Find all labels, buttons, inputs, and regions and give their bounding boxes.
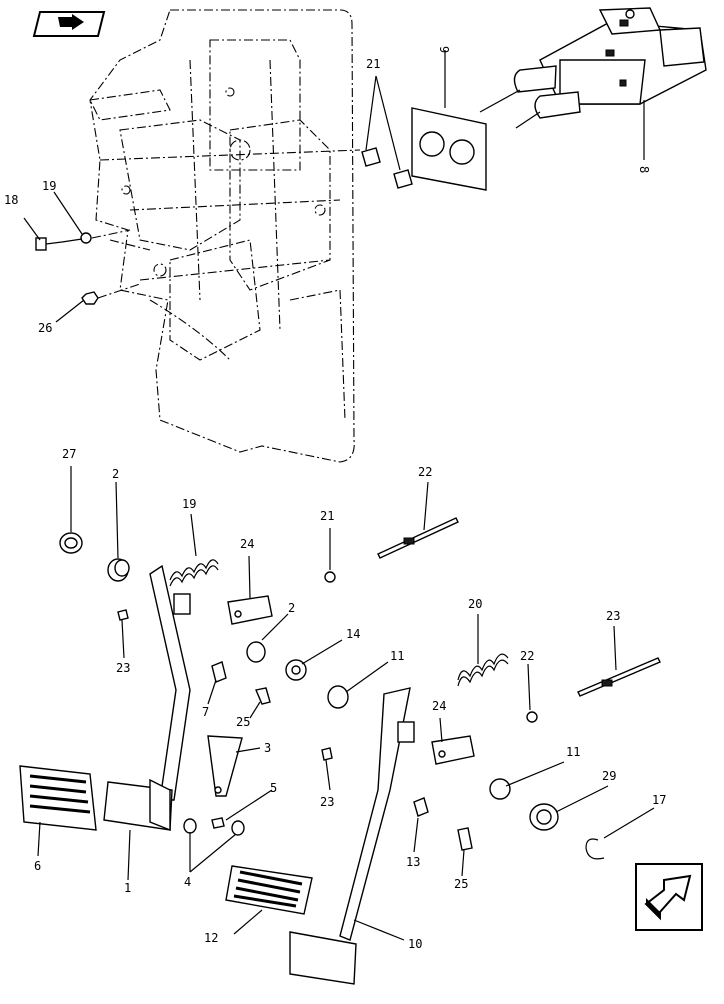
cross-shaft-upper [377,517,459,559]
callout-21a: 21 [320,509,334,523]
gasket [411,107,487,191]
bushing [107,558,130,582]
master-cylinder [479,7,707,129]
bushing-11b [489,778,511,800]
callout-15: 17 [652,793,666,807]
nut-lower [526,711,538,723]
callout-6: 6 [34,859,41,873]
clevis-right [431,735,475,765]
washer-4a [183,818,197,834]
callout-10: 10 [408,937,422,951]
callout-22a: 22 [418,465,432,479]
callout-19b: 20 [468,597,482,611]
callout-18: 19 [42,179,56,193]
clevis-pin [211,817,225,829]
leader-lines [23,50,655,941]
bushing-small [246,641,266,663]
pedal-pad-left [19,765,97,831]
bushing-11a [327,685,349,709]
washer [80,232,92,244]
nut-upper [324,571,336,583]
clevis-left [227,595,273,625]
right-pedal-arm [289,687,415,985]
callout-7: 7 [202,705,209,719]
left-pedal-arm [103,564,191,832]
callout-19a: 19 [182,497,196,511]
callout-2b: 2 [288,601,295,615]
callout-23b: 23 [320,795,334,809]
bushing-7 [211,661,227,683]
callout-14: 14 [346,627,360,641]
callout-9: 9 [437,46,451,53]
callout-1: 1 [124,881,131,895]
bolt [35,237,63,251]
callout-25a: 25 [236,715,250,729]
pin-upper [255,687,271,705]
callout-21b: 22 [520,649,534,663]
callout-25b: 25 [454,877,468,891]
callout-22b: 23 [606,609,620,623]
callout-4: 4 [184,875,191,889]
nut [81,291,99,305]
callout-26: 26 [38,321,52,335]
fitting-pair [361,147,413,189]
cross-shaft-lower [577,657,661,697]
return-spring-left [169,559,219,587]
callout-23a: 23 [116,661,130,675]
clip-left [117,609,129,621]
callout-11a: 11 [390,649,404,663]
snap-ring [585,838,605,860]
flanged-bushing [529,803,559,831]
washer-4b [231,820,245,836]
callout-12: 12 [204,931,218,945]
callout-8: 8 [637,166,651,173]
return-spring-right [457,653,509,687]
callout-17: 18 [4,193,18,207]
callout-29: 29 [602,769,616,783]
pin-lower [457,827,473,851]
pedal-link-plate [207,735,243,797]
forward-arrow-book-icon[interactable] [32,11,106,37]
callout-24b: 24 [432,699,446,713]
next-page-arrow-icon[interactable] [635,863,703,931]
clip-right [321,747,333,761]
callout-13: 13 [406,855,420,869]
callout-labels: 9 8 21 18 19 26 27 2 19 24 21 22 23 2 14… [4,46,666,951]
callout-3: 3 [264,741,271,755]
pedal-pad-right [225,865,313,915]
callout-27: 27 [62,447,76,461]
callout-11b: 11 [566,745,580,759]
callout-2a: 2 [112,467,119,481]
callout-20: 21 [366,57,380,71]
bushing-13 [413,797,429,817]
callout-5: 5 [270,781,277,795]
pedal-support-bracket [89,9,361,463]
callout-24a: 24 [240,537,254,551]
